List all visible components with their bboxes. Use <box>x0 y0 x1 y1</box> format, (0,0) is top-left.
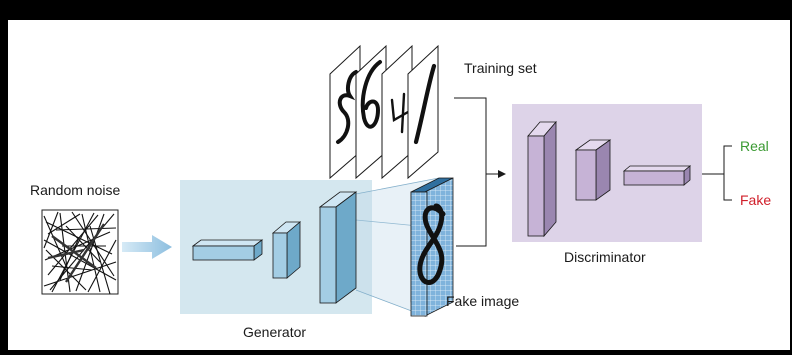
fake-image <box>410 177 454 317</box>
discriminator-label: Discriminator <box>564 249 646 265</box>
generator-block-1 <box>191 239 264 261</box>
output-bracket <box>702 145 732 201</box>
connector-arrowhead <box>498 170 506 178</box>
discriminator-block-3 <box>622 165 692 186</box>
digit-1-card <box>407 44 439 180</box>
generator-block-2 <box>271 221 302 279</box>
real-output-label: Real <box>740 138 769 154</box>
generator-label: Generator <box>243 324 306 340</box>
discriminator-block-1 <box>527 120 557 238</box>
discriminator-block-2 <box>574 139 612 201</box>
fake-image-label: Fake image <box>446 293 519 309</box>
connector-lines <box>454 97 498 247</box>
generator-block-3 <box>318 191 358 304</box>
fake-output-label: Fake <box>740 192 771 208</box>
handwritten-digit-8-icon <box>417 203 446 285</box>
training-set-label: Training set <box>464 60 537 76</box>
digit-6-card <box>355 44 387 180</box>
training-set-images <box>329 44 439 180</box>
digit-4-card <box>381 44 413 180</box>
random-noise-label: Random noise <box>30 182 120 198</box>
random-noise-icon <box>41 209 119 295</box>
noise-to-generator-arrow <box>122 235 172 259</box>
